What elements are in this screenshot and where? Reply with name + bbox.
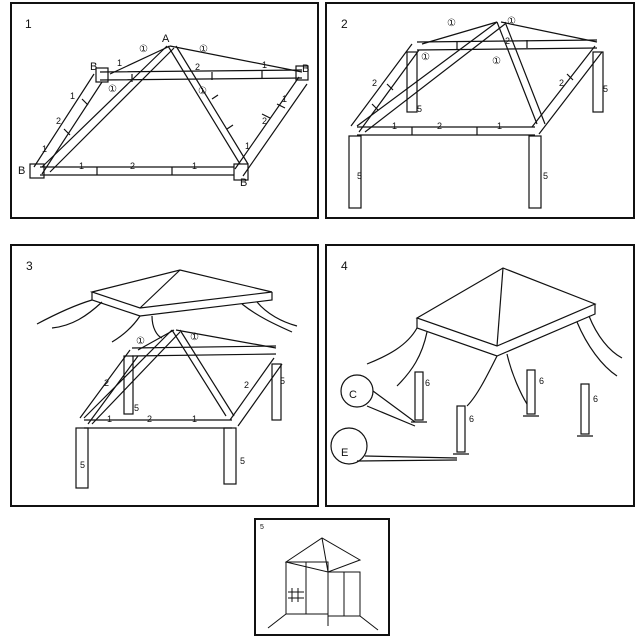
step-number: 3 [26, 259, 33, 273]
label-6: 6 [425, 378, 430, 388]
label-2: 2 [559, 78, 564, 88]
label-circled-1: ① [199, 44, 208, 55]
label-B: B [90, 61, 97, 73]
label-circled-1: ① [492, 56, 501, 67]
label-1: 1 [245, 141, 250, 151]
label-B: B [240, 177, 247, 189]
label-C: C [349, 389, 357, 401]
label-5: 5 [357, 171, 362, 181]
label-circled-1: ① [190, 332, 199, 343]
label-1: 1 [392, 121, 397, 131]
frame-with-legs-diagram: ① ① ① ① 2 1 1 2 2 2 5 5 5 5 [348, 16, 608, 209]
label-1: 1 [79, 161, 84, 171]
step-number: 4 [341, 259, 348, 273]
label-B: B [302, 63, 309, 75]
step-number: 2 [341, 17, 348, 31]
label-circled-1: ① [421, 52, 430, 63]
step-4-panel: 4 C E 6 6 6 6 [325, 244, 635, 507]
label-5: 5 [417, 104, 422, 114]
label-6: 6 [469, 414, 474, 424]
label-2: 2 [244, 380, 249, 390]
label-circled-1: ① [136, 336, 145, 347]
label-5: 5 [280, 376, 285, 386]
label-2: 2 [262, 116, 267, 126]
label-1: 1 [42, 144, 47, 154]
label-circled-1: ① [108, 84, 117, 95]
label-2: 2 [56, 116, 61, 126]
label-1: 1 [497, 121, 502, 131]
step-3-panel: 3 ① ① 2 1 1 2 2 [10, 244, 319, 507]
label-2: 2 [372, 78, 377, 88]
label-2: 2 [437, 121, 442, 131]
label-5: 5 [80, 460, 85, 470]
label-circled-1: ① [198, 86, 207, 97]
label-2: 2 [147, 414, 152, 424]
label-circled-1: ① [447, 18, 456, 29]
label-5: 5 [240, 456, 245, 466]
step-number: 5 [260, 524, 264, 531]
label-B: B [18, 165, 25, 177]
label-1: 1 [282, 94, 287, 104]
finished-gazebo-diagram [267, 537, 379, 631]
label-1: 1 [192, 414, 197, 424]
label-E: E [341, 447, 348, 459]
canopy-over-frame-diagram: ① ① 2 1 1 2 2 5 5 5 5 [36, 269, 298, 489]
step-1-panel: 1 A B B B B 1 2 1 [10, 2, 319, 219]
label-6: 6 [593, 394, 598, 404]
label-circled-1: ① [139, 44, 148, 55]
label-5: 5 [134, 403, 139, 413]
label-1: 1 [192, 161, 197, 171]
step-number: 1 [25, 17, 32, 31]
label-2: 2 [130, 161, 135, 171]
label-2: 2 [104, 378, 109, 388]
label-2: 2 [505, 36, 510, 46]
canopy-with-legs-diagram: C E 6 6 6 6 [330, 267, 623, 465]
label-6: 6 [539, 376, 544, 386]
step-2-panel: 2 ① ① ① ① 2 1 1 2 2 2 5 5 5 5 [325, 2, 635, 219]
label-5: 5 [543, 171, 548, 181]
label-1: 1 [262, 60, 267, 70]
label-A: A [162, 33, 170, 45]
frame-assembly-diagram: A B B B B 1 2 1 1 2 1 ① ① ① ① 1 2 1 1 2 … [18, 33, 309, 189]
label-1: 1 [107, 414, 112, 424]
label-5: 5 [603, 84, 608, 94]
label-1: 1 [117, 58, 122, 68]
label-2: 2 [195, 62, 200, 72]
step-5-panel: 5 [254, 518, 390, 636]
label-circled-1: ① [507, 16, 516, 27]
label-1: 1 [70, 91, 75, 101]
